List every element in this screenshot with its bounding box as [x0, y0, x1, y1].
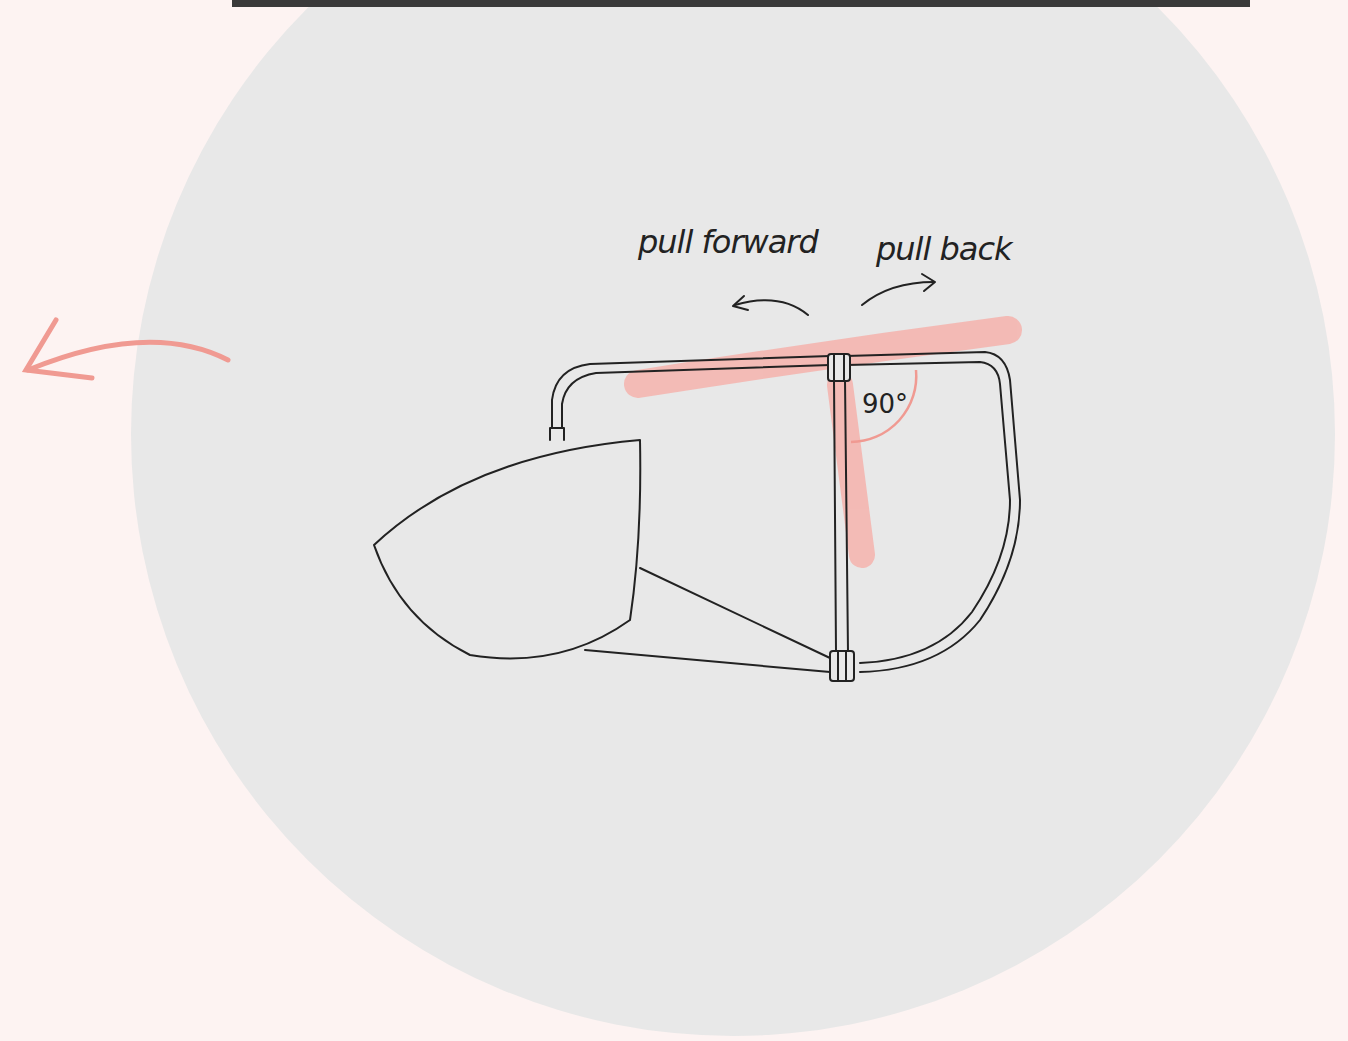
instruction-label: pull forward: [638, 226, 818, 258]
direction-arrow: [26, 320, 228, 378]
instruction-label: pull back: [876, 233, 1012, 265]
bra-lines: [374, 274, 1020, 681]
background-circle: [131, 0, 1335, 1036]
angle-label: 90°: [862, 391, 908, 417]
highlight: [638, 330, 1008, 555]
top-bar: [232, 0, 1250, 7]
angle-arc: [851, 370, 916, 442]
